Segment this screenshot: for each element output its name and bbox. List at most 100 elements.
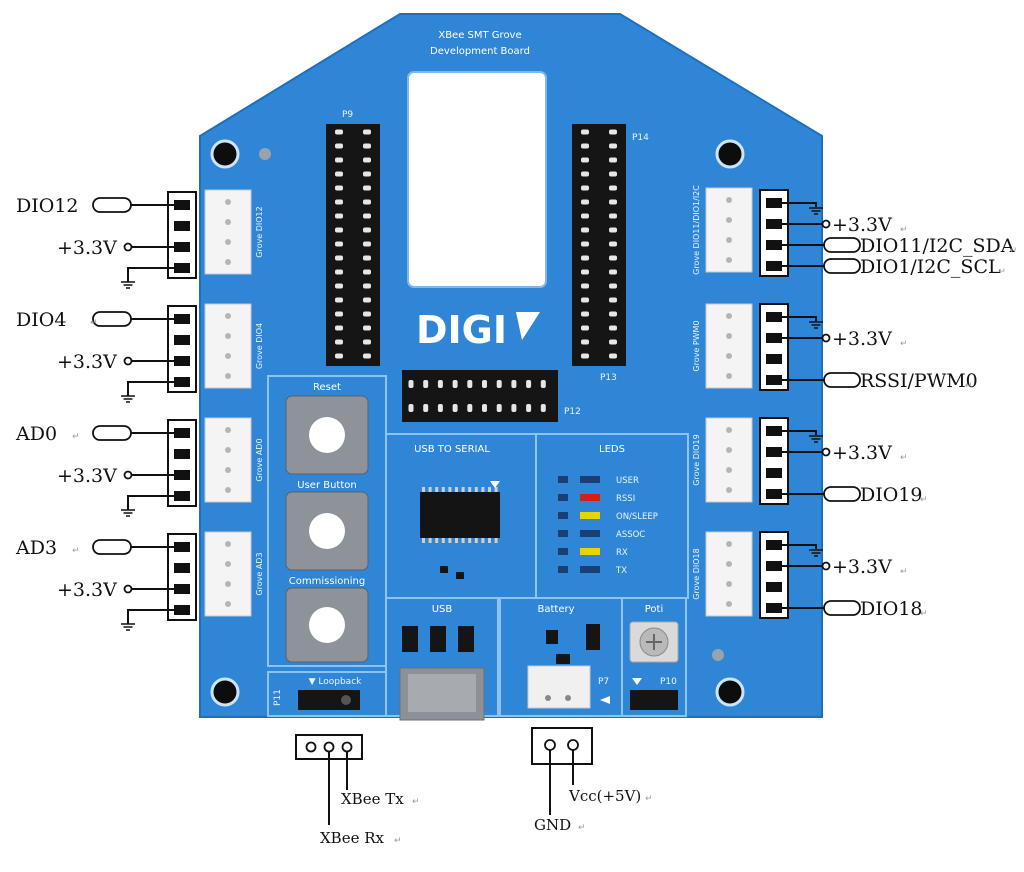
para-mark: ↵ xyxy=(998,267,1006,277)
pin-block xyxy=(174,491,190,501)
battery-pinout: Vcc(+5V) ↵ GND ↵ xyxy=(531,727,653,834)
grove-label: Grove DIO18 xyxy=(692,548,701,599)
grove-pin xyxy=(726,427,732,433)
pin-block xyxy=(766,426,782,436)
header-pin xyxy=(581,157,589,163)
chip-pin xyxy=(435,487,439,492)
signal-terminal xyxy=(823,486,861,502)
potentiometer[interactable] xyxy=(629,621,679,663)
header-pin xyxy=(511,404,517,412)
led-pad xyxy=(558,512,568,519)
smd-part xyxy=(458,626,474,652)
header-pin xyxy=(437,404,443,412)
para-mark: ↵ xyxy=(72,432,80,442)
ground-wire xyxy=(127,609,174,624)
pin-block xyxy=(766,540,782,550)
led-label: RX xyxy=(616,548,628,558)
grove-connector[interactable]: Grove DIO11/DIO1/I2C xyxy=(692,185,753,275)
user-button[interactable] xyxy=(285,491,369,571)
grove-pin xyxy=(726,561,732,567)
header-pin xyxy=(335,339,343,345)
pin-block xyxy=(766,333,782,343)
ground-symbol xyxy=(121,509,135,517)
header-pin xyxy=(511,380,517,388)
header-pin xyxy=(581,311,589,317)
header-pin xyxy=(581,185,589,191)
grove-connector[interactable]: Grove DIO4 xyxy=(204,303,264,389)
led-pad xyxy=(558,494,568,501)
p10-marker xyxy=(632,678,642,685)
pin-block xyxy=(766,603,782,613)
header-pin xyxy=(609,339,617,345)
right-pinout-1: +3.3V↵RSSI/PWM0↵ xyxy=(759,303,978,392)
header-pin xyxy=(452,404,458,412)
grove-pin xyxy=(726,197,732,203)
pin-block xyxy=(174,263,190,273)
led-assoc xyxy=(580,530,600,537)
grove-pin xyxy=(726,217,732,223)
grove-connector[interactable]: Grove AD3 xyxy=(204,531,264,617)
power-label: +3.3V xyxy=(57,579,117,601)
header-pin xyxy=(335,269,343,275)
p7-marker xyxy=(600,696,610,704)
header-pin xyxy=(467,404,473,412)
battery-connector[interactable] xyxy=(527,665,591,709)
grove-connector[interactable]: Grove DIO12 xyxy=(204,189,264,275)
header-pin xyxy=(467,380,473,388)
pin-block xyxy=(766,219,782,229)
grove-pin xyxy=(225,601,231,607)
p11-label: P11 xyxy=(273,689,283,706)
power-label: +3.3V xyxy=(832,214,892,236)
usb-port[interactable] xyxy=(399,667,485,721)
header-pin xyxy=(423,380,429,388)
battery-pin xyxy=(544,739,556,751)
header-pin xyxy=(581,199,589,205)
grove-connector[interactable]: Grove DIO19 xyxy=(692,417,753,503)
loopback-jumper[interactable] xyxy=(298,690,360,710)
usb-to-serial-label: USB TO SERIAL xyxy=(414,444,490,455)
reset-button[interactable] xyxy=(285,395,369,475)
xbee-rx-label: XBee Rx xyxy=(320,829,385,847)
header-pin xyxy=(423,404,429,412)
header-pin xyxy=(581,241,589,247)
digi-logo-mark xyxy=(516,312,540,340)
pin-block xyxy=(174,584,190,594)
chip-pin xyxy=(468,538,472,543)
signal-terminal xyxy=(823,372,861,388)
commissioning-button[interactable] xyxy=(285,587,369,663)
mounting-hole xyxy=(210,677,240,707)
grove-connector[interactable]: Grove DIO18 xyxy=(692,531,753,617)
header-p12-pins xyxy=(408,380,546,412)
led-row: RX xyxy=(558,548,628,558)
pin-block xyxy=(766,561,782,571)
led-tx xyxy=(580,566,600,573)
grove-pin xyxy=(726,467,732,473)
ground-symbol xyxy=(809,435,823,443)
header-pin xyxy=(581,353,589,359)
para-mark: ↵ xyxy=(900,567,908,577)
header-pin xyxy=(363,227,371,233)
grove-pin xyxy=(225,541,231,547)
signal-terminal xyxy=(92,425,132,441)
loopback-pin xyxy=(305,741,317,753)
ground-symbol xyxy=(809,207,823,215)
chip-pins xyxy=(422,487,498,543)
power-terminal xyxy=(821,561,831,571)
reset-label: Reset xyxy=(313,382,341,393)
poti-jumper[interactable] xyxy=(630,690,678,710)
led-rssi xyxy=(580,494,600,501)
para-mark: ↵ xyxy=(394,836,402,846)
grove-connector[interactable]: Grove PWM0 xyxy=(692,303,753,389)
power-label: +3.3V xyxy=(57,237,117,259)
header-pin xyxy=(609,185,617,191)
usb-serial-chip xyxy=(420,492,500,538)
ground-bars xyxy=(809,207,823,215)
ground-wire xyxy=(782,202,817,207)
signal-label: AD0 xyxy=(15,423,57,445)
grove-pin xyxy=(225,427,231,433)
header-pin xyxy=(335,185,343,191)
power-terminal xyxy=(123,356,133,366)
grove-connector[interactable]: Grove AD0 xyxy=(204,417,264,503)
header-pin xyxy=(363,129,371,135)
power-terminal xyxy=(123,242,133,252)
